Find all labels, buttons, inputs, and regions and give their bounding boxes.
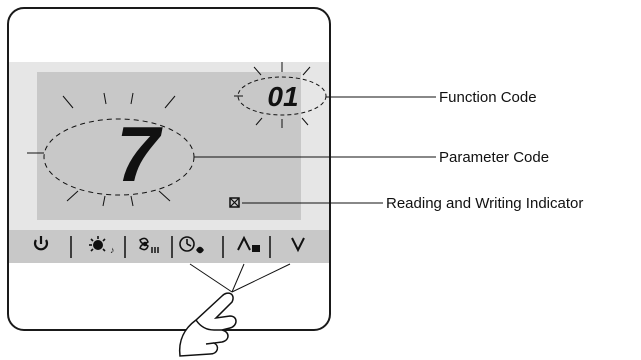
up-arrow-icon	[237, 235, 260, 252]
down-arrow-icon	[291, 237, 305, 253]
down-button[interactable]	[291, 237, 305, 253]
reading-writing-indicator-label: Reading and Writing Indicator	[386, 195, 583, 212]
up-button[interactable]	[237, 235, 260, 252]
mode-icon: ♪	[89, 236, 115, 255]
function-code-highlight	[234, 62, 327, 128]
timer-icon	[179, 236, 204, 254]
pointer-lines	[189, 263, 291, 293]
svg-text:♪: ♪	[110, 245, 115, 255]
parameter-code-label: Parameter Code	[439, 149, 549, 166]
button-bar	[9, 230, 329, 263]
timer-button[interactable]	[179, 236, 204, 254]
function-code-value: 01	[267, 81, 298, 112]
hand-icon	[178, 292, 237, 357]
mode-button[interactable]: ♪	[89, 236, 115, 255]
parameter-code-highlight	[27, 92, 195, 207]
lcd-display	[37, 72, 301, 220]
parameter-code-value: 7	[116, 110, 163, 198]
function-code-label: Function Code	[439, 89, 537, 106]
reading-writing-indicator-icon	[229, 197, 240, 208]
power-button[interactable]	[33, 236, 49, 251]
fan-icon	[139, 237, 159, 253]
callout-leaders	[194, 96, 436, 204]
power-icon	[33, 236, 49, 251]
fan-button[interactable]	[139, 237, 159, 253]
